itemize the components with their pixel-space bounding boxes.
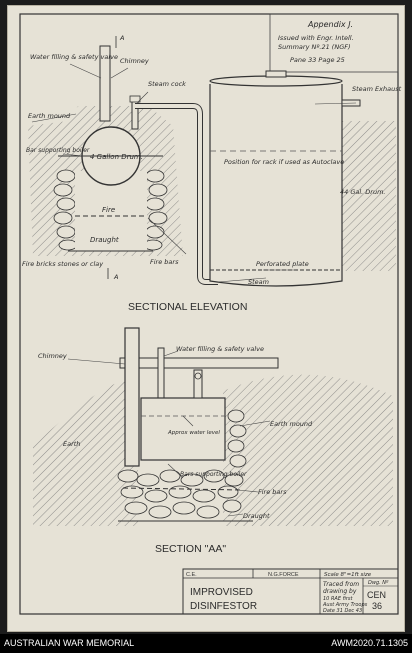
label-steam-exhaust: Steam Exhaust <box>352 85 402 93</box>
label-aa-earth-mound: Earth mound <box>270 420 313 428</box>
label-chimney: Chimney <box>120 57 149 65</box>
appendix-title: Appendix J. <box>307 20 353 29</box>
footer-right: AWM2020.71.1305 <box>331 638 408 648</box>
tb-traced4: Aust Army Troops <box>322 602 368 608</box>
tb-force: N.G.FORCE <box>268 572 299 578</box>
label-rack-position: Position for rack if used as Autoclave <box>224 158 344 166</box>
section-aa-title: SECTION "AA" <box>155 543 226 555</box>
label-fire: Fire <box>102 206 115 214</box>
tb-traced2: drawing by <box>323 588 357 595</box>
label-aa-water-filling: Water filling & safety valve <box>176 345 264 353</box>
label-draught: Draught <box>90 236 119 244</box>
chimney-aa <box>124 327 140 467</box>
label-perforated-plate: Perforated plate <box>256 260 309 268</box>
steam-cock <box>129 95 141 103</box>
label-aa-chimney: Chimney <box>38 352 67 360</box>
label-fire-bars: Fire bars <box>150 258 179 266</box>
tb-title-line1: IMPROVISED <box>190 587 253 598</box>
tb-title-line2: DISINFESTOR <box>190 601 257 612</box>
appendix-line2: Summary Nº.21 (NGF) <box>278 43 351 51</box>
gal-drum-44 <box>209 70 343 287</box>
label-earth-mound: Earth mound <box>28 112 71 120</box>
technical-drawing: Appendix J. Issued with Engr. Intell. Su… <box>19 13 402 615</box>
label-section-a-bottom: A <box>113 273 118 281</box>
tb-ce: C.E. <box>186 572 197 578</box>
earth-mound-aa <box>223 374 393 526</box>
earth-mound-right <box>341 121 396 271</box>
drawing-sheet: Appendix J. Issued with Engr. Intell. Su… <box>7 5 405 632</box>
stone-wall-aa <box>117 409 247 519</box>
label-section-a-top: A <box>119 34 124 42</box>
label-drum: 4 Gallon Drum. <box>90 153 143 161</box>
footer-left: AUSTRALIAN WAR MEMORIAL <box>4 638 135 648</box>
label-aa-earth: Earth <box>63 440 80 448</box>
title-block: C.E. N.G.FORCE Scale 8"=1ft size Dwg. Nº… <box>182 568 399 615</box>
tb-dwg-label: Dwg. Nº <box>368 580 389 586</box>
tb-dwg-number1: CEN <box>367 590 386 600</box>
tb-scale: Scale 8"=1ft size <box>324 572 372 578</box>
label-gal-drum-44: 44 Gal. Drum. <box>340 188 386 196</box>
label-aa-bars-supporting: Bars supporting boiler <box>180 471 247 478</box>
label-aa-water-level: Approx water level <box>167 430 220 436</box>
tb-traced3: 10 RAE first <box>323 596 353 602</box>
footer-caption: AUSTRALIAN WAR MEMORIAL AWM2020.71.1305 <box>0 634 412 653</box>
section-aa: Water filling & safety valve Chimney Ear… <box>33 327 393 555</box>
boiler-aa <box>140 397 226 461</box>
appendix-line1: Issued with Engr. Intell. <box>278 34 354 42</box>
label-bar-supporting-boiler: Bar supporting boiler <box>26 147 90 154</box>
label-fire-bricks: Fire bricks stones or clay <box>22 260 103 268</box>
elevation-title: SECTIONAL ELEVATION <box>128 301 247 313</box>
sectional-elevation: Water filling & safety valve Chimney Ste… <box>22 34 402 313</box>
appendix-box: Appendix J. Issued with Engr. Intell. Su… <box>269 13 399 73</box>
appendix-line3: Pane 33 Page 25 <box>290 56 345 64</box>
label-steam: Steam <box>248 278 269 286</box>
label-aa-draught: Draught <box>243 512 270 520</box>
earth-left <box>33 377 138 526</box>
chimney <box>99 45 111 122</box>
label-water-filling: Water filling & safety valve <box>30 53 118 61</box>
label-steam-cock: Steam cock <box>148 80 186 88</box>
label-aa-fire-bars: Fire bars <box>258 488 287 496</box>
tb-traced1: Traced from <box>323 581 359 588</box>
tb-date: Date 31 Dec 43 <box>323 608 362 614</box>
tb-dwg-number2: 36 <box>372 601 382 611</box>
